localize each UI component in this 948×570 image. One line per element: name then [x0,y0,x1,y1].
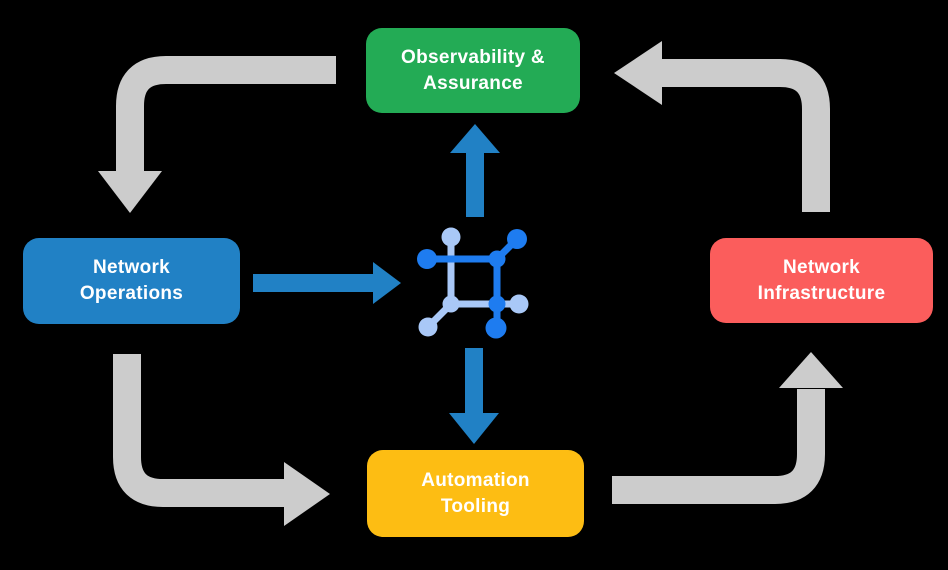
node-label-line2: Operations [79,283,184,304]
icon-left-dot [417,249,437,269]
node-label-line1: Automation [421,469,530,491]
arrow-head-down [449,413,499,444]
arrow-automation-to-infrastructure [612,352,843,504]
node-network-infrastructure: Network Infrastructure [710,238,933,323]
arrow-shaft [116,56,336,172]
arrow-head-up [779,352,843,388]
icon-bottom-left-dot [418,317,438,337]
icon-dark-layer [417,229,527,339]
icon-bottom-right-joint [488,295,506,313]
node-network-operations: Network Operations [23,238,240,324]
icon-bottom-left-joint [442,295,460,313]
node-automation-tooling: Automation Tooling [367,450,584,537]
arrow-center-to-automation [449,348,499,444]
arrow-operations-to-center [253,262,401,304]
node-label-line2: Assurance [423,72,523,94]
arrow-shaft [113,354,284,507]
node-label-line1: Network [92,257,171,278]
node-label-line2: Tooling [440,495,511,517]
icon-top-right-joint [488,250,506,268]
arrow-observability-to-operations [98,56,336,213]
icon-top-dot [441,227,461,247]
arrow-head-left [614,41,662,105]
network-mesh-icon [417,227,529,339]
arrow-operations-to-automation [113,354,330,526]
node-label-line2: Infrastructure [757,282,886,304]
arrow-shaft [662,59,830,212]
arrow-head-right [373,262,401,304]
icon-top-right-dot [507,229,527,249]
arrow-head-right [284,462,330,526]
arrow-infrastructure-to-observability [614,41,830,212]
icon-light-layer [418,227,529,337]
arrow-center-to-observability [450,124,500,217]
icon-bottom-dot [485,317,507,339]
arrow-head-up [450,124,500,153]
node-label-line1: Network [782,256,861,278]
node-label-line1: Observability & [401,46,545,68]
arrow-head-down [98,171,162,213]
icon-right-dot [509,294,529,314]
arrow-shaft [612,389,825,504]
node-observability-assurance: Observability & Assurance [366,28,580,113]
